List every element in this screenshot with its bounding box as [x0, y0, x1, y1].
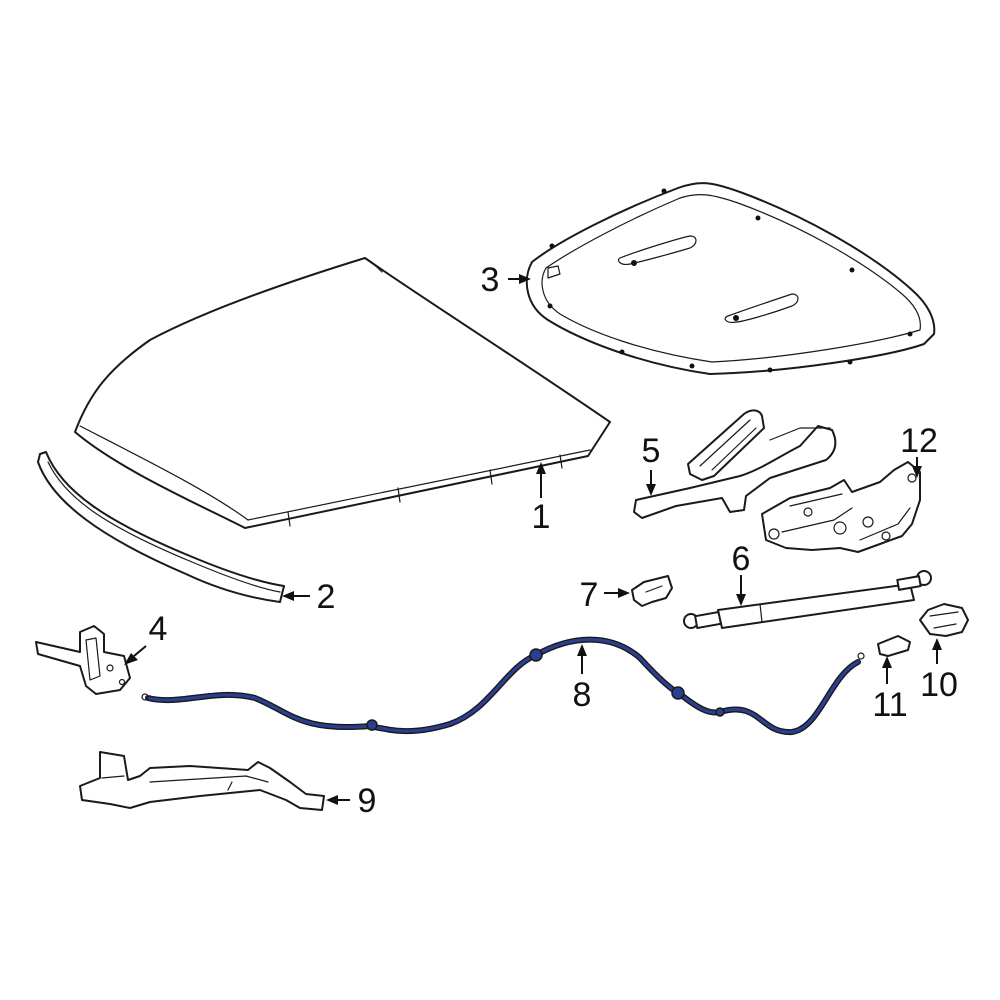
callout-11-label: 11 [872, 686, 907, 724]
release-cable-part [141, 636, 865, 736]
latch-part [35, 625, 131, 695]
hinge-right-part [761, 461, 921, 553]
insulator-part [525, 182, 936, 375]
callout-1-label: 1 [532, 498, 551, 536]
callout-5-label: 5 [642, 432, 661, 470]
callout-10-label: 10 [920, 666, 958, 704]
bracket-part [79, 751, 325, 811]
clip-part [631, 575, 673, 607]
cable-clip-part [877, 635, 911, 657]
callout-3-label: 3 [481, 261, 500, 299]
callout-2-label: 2 [317, 578, 336, 616]
seal-part [37, 451, 285, 603]
hinge-left-part [633, 409, 837, 519]
support-strut-part [683, 570, 932, 629]
callout-12-label: 12 [900, 422, 938, 460]
callout-9-label: 9 [358, 782, 377, 820]
callout-6-label: 6 [732, 540, 751, 578]
callout-arrows [124, 274, 942, 805]
callout-8-label: 8 [573, 676, 592, 714]
hood-part [74, 257, 611, 529]
callout-7-label: 7 [580, 576, 599, 614]
release-handle-part [919, 603, 969, 637]
callout-4-label: 4 [149, 610, 168, 648]
